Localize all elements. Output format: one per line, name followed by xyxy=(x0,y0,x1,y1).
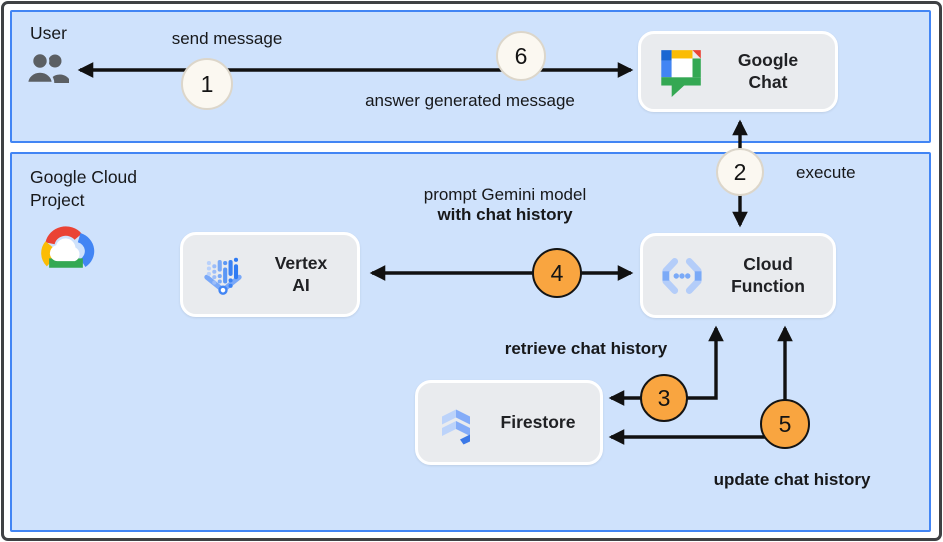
vertex-ai-label-line1: Vertex xyxy=(274,252,328,273)
firestore-label: Firestore xyxy=(500,411,576,432)
google-chat-label: Google Chat xyxy=(715,50,821,94)
step-badge-5: 5 xyxy=(760,399,810,449)
vertex-ai-label-line2: AI xyxy=(292,274,310,295)
cloud-function-label-line1: Cloud xyxy=(743,253,793,274)
cloud-function-node: Cloud Function xyxy=(640,233,836,318)
edge-label-answer: answer generated message xyxy=(365,91,575,110)
users-icon xyxy=(25,51,69,85)
step-badge-6: 6 xyxy=(496,31,546,81)
user-section-label: User xyxy=(30,23,67,43)
vertex-ai-node: Vertex AI xyxy=(180,232,360,317)
edge-label-update: update chat history xyxy=(713,470,871,489)
firestore-icon xyxy=(442,409,470,444)
cloud-function-icon xyxy=(662,257,702,294)
cloud-function-label-line2: Function xyxy=(731,275,805,296)
step-badge-2: 2 xyxy=(716,148,764,196)
edge-label-execute: execute xyxy=(796,163,856,182)
edge-label-send-message: send message xyxy=(171,29,283,48)
google-chat-node: Google Chat xyxy=(638,31,838,112)
firestore-node: Firestore xyxy=(415,380,603,465)
step-badge-4: 4 xyxy=(532,248,582,298)
step-badge-1: 1 xyxy=(181,58,233,110)
edge-label-prompt-line2: with chat history xyxy=(437,205,573,224)
cloud-function-label: Cloud Function xyxy=(717,254,819,298)
google-chat-label-line2: Chat xyxy=(748,71,788,92)
google-cloud-icon xyxy=(41,226,95,268)
edge-label-prompt-gemini: prompt Gemini model with chat history xyxy=(390,185,620,225)
google-chat-label-line1: Google xyxy=(737,49,799,70)
vertex-ai-icon xyxy=(204,257,242,295)
step-badge-3: 3 xyxy=(640,374,688,422)
edge-label-retrieve: retrieve chat history xyxy=(504,339,668,358)
vertex-ai-label: Vertex AI xyxy=(259,253,343,297)
google-cloud-section-label: Google Cloud Project xyxy=(30,167,138,210)
google-chat-icon xyxy=(661,49,701,97)
edge-label-prompt-line1: prompt Gemini model xyxy=(423,185,587,204)
